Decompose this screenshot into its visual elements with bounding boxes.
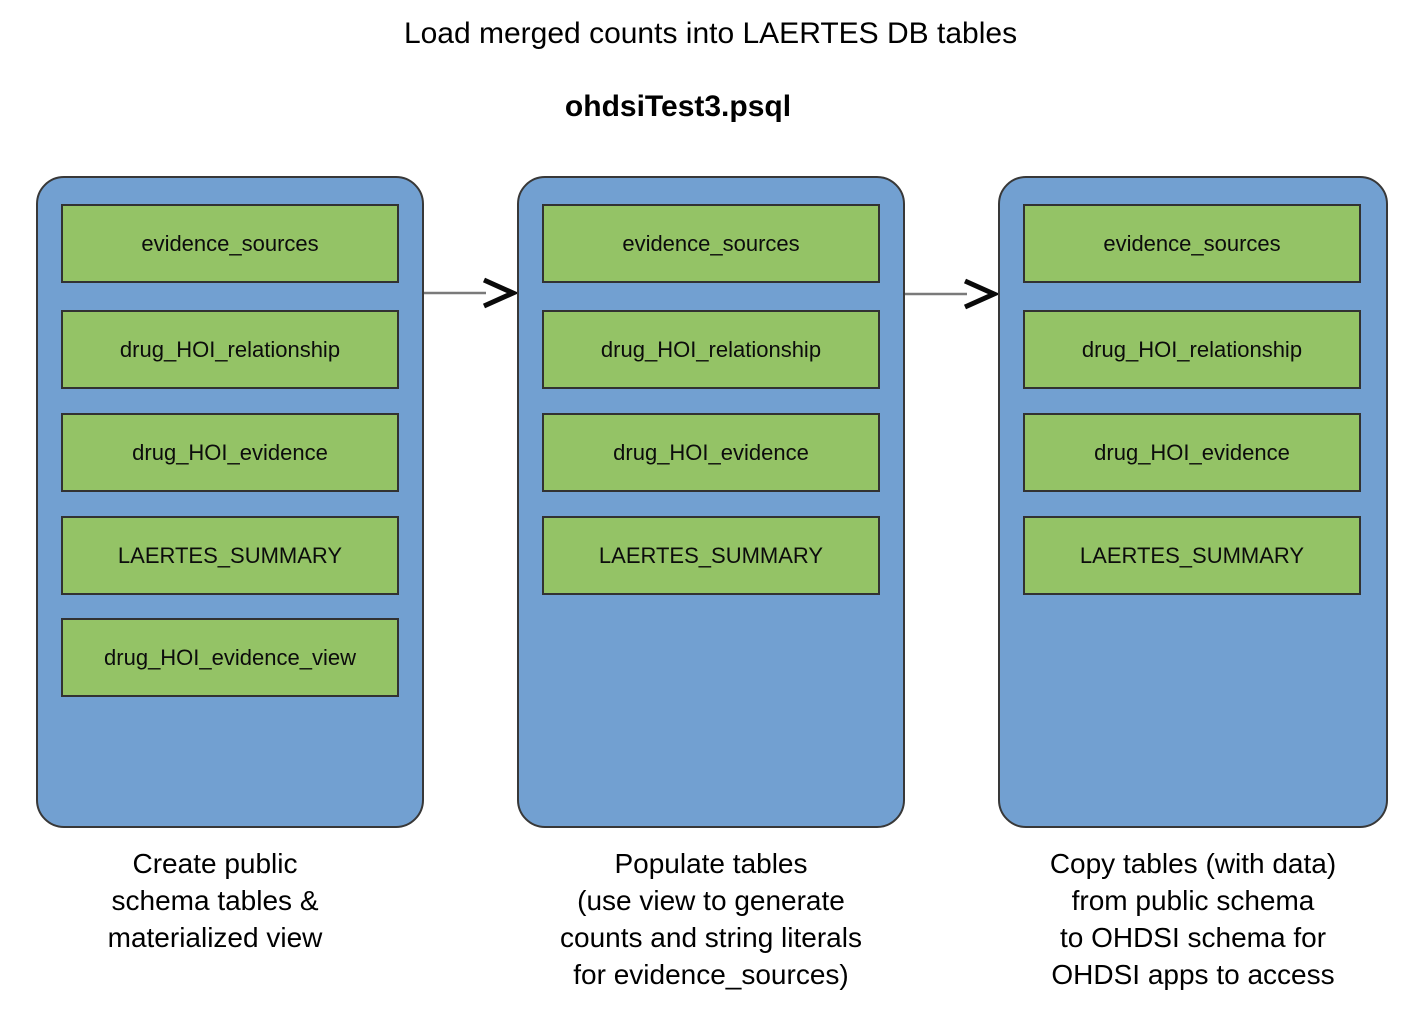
diagram-title: Load merged counts into LAERTES DB table… [403, 17, 1018, 50]
table-box-laertes-summary: LAERTES_SUMMARY [1023, 516, 1361, 595]
table-box-drug-hoi-relationship: drug_HOI_relationship [1023, 310, 1361, 389]
table-box-drug-hoi-evidence: drug_HOI_evidence [61, 413, 399, 492]
flow-arrow-right-icon [905, 278, 1001, 310]
table-box-drug-hoi-relationship: drug_HOI_relationship [61, 310, 399, 389]
table-box-drug-hoi-evidence: drug_HOI_evidence [1023, 413, 1361, 492]
table-box-laertes-summary: LAERTES_SUMMARY [542, 516, 880, 595]
flow-arrow-right-icon [424, 277, 520, 309]
caption-copy-to-ohdsi-schema: Copy tables (with data) from public sche… [1049, 848, 1337, 990]
container-populate-tables: evidence_sources drug_HOI_relationship d… [517, 176, 905, 828]
table-box-evidence-sources: evidence_sources [61, 204, 399, 283]
script-filename-subtitle: ohdsiTest3.psql [564, 90, 792, 123]
caption-populate-tables: Populate tables (use view to generate co… [560, 848, 862, 990]
table-box-evidence-sources: evidence_sources [542, 204, 880, 283]
container-create-public-schema: evidence_sources drug_HOI_relationship d… [36, 176, 424, 828]
table-box-drug-hoi-evidence-view: drug_HOI_evidence_view [61, 618, 399, 697]
table-box-evidence-sources: evidence_sources [1023, 204, 1361, 283]
caption-create-public-schema: Create public schema tables & materializ… [107, 848, 323, 953]
table-box-drug-hoi-evidence: drug_HOI_evidence [542, 413, 880, 492]
container-copy-to-ohdsi-schema: evidence_sources drug_HOI_relationship d… [998, 176, 1388, 828]
table-box-laertes-summary: LAERTES_SUMMARY [61, 516, 399, 595]
table-box-drug-hoi-relationship: drug_HOI_relationship [542, 310, 880, 389]
